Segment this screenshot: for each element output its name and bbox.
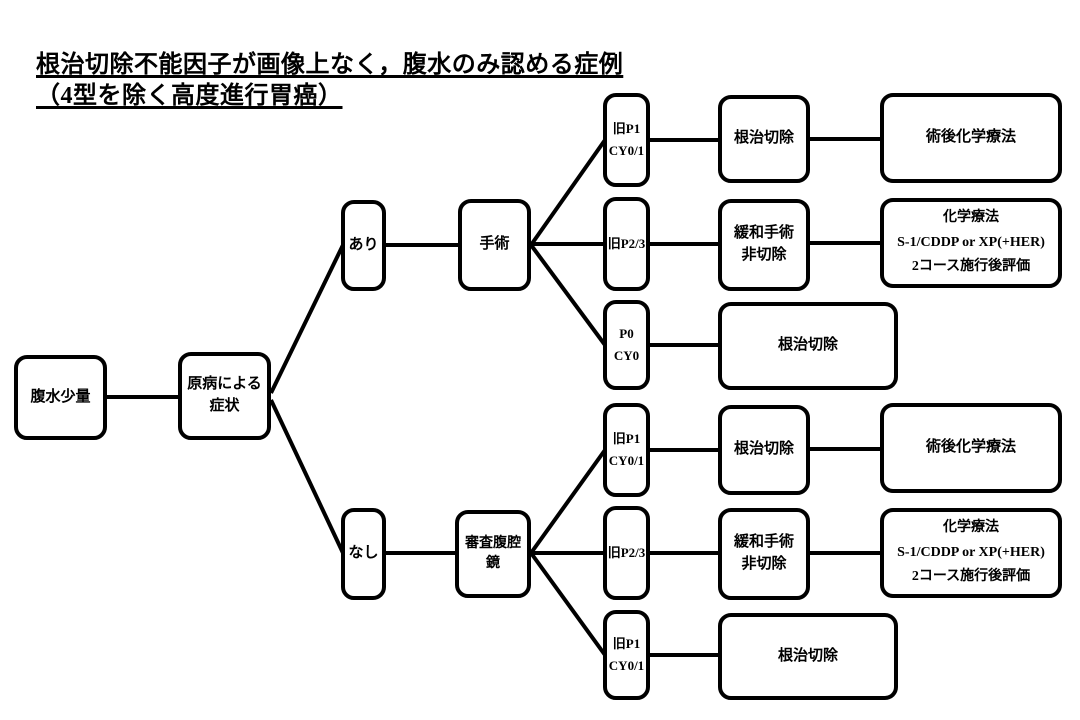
node-upper-p23: 旧P2/3 xyxy=(603,197,650,291)
node-upper-postop-chemo: 術後化学療法 xyxy=(880,93,1062,183)
node-upper-chemo: 化学療法 S-1/CDDP or XP(+HER) 2コース施行後評価 xyxy=(880,198,1062,288)
node-upper-p1-cy01: 旧P1 CY0/1 xyxy=(603,93,650,187)
node-upper-curative-resection-final: 根治切除 xyxy=(718,302,898,390)
node-staging-laparoscopy: 審査腹腔鏡 xyxy=(455,510,531,598)
node-lower-curative-resection: 根治切除 xyxy=(718,405,810,495)
node-upper-curative-resection: 根治切除 xyxy=(718,95,810,183)
node-primary-disease-symptoms: 原病による 症状 xyxy=(178,352,271,440)
node-lower-p1-cy01: 旧P1 CY0/1 xyxy=(603,403,650,497)
node-lower-p1-cy01-b: 旧P1 CY0/1 xyxy=(603,610,650,700)
node-surgery: 手術 xyxy=(458,199,531,291)
diagram-title-line2: （4型を除く高度進行胃癌） xyxy=(36,83,343,109)
node-lower-p23: 旧P2/3 xyxy=(603,506,650,600)
edge-laparoscopy-p1 xyxy=(529,448,607,555)
edge-symptoms-no xyxy=(269,399,345,554)
node-ascites-small: 腹水少量 xyxy=(14,355,107,440)
node-symptoms-present: あり xyxy=(341,200,386,291)
edge-symptoms-yes xyxy=(269,244,345,394)
edge-surgery-p1 xyxy=(529,138,607,247)
node-lower-chemo: 化学療法 S-1/CDDP or XP(+HER) 2コース施行後評価 xyxy=(880,508,1062,598)
node-upper-p0-cy0: P0 CY0 xyxy=(603,300,650,390)
node-upper-palliative-surgery: 緩和手術 非切除 xyxy=(718,199,810,291)
diagram-title-line1: 根治切除不能因子が画像上なく，腹水のみ認める症例 xyxy=(36,52,624,78)
node-symptoms-absent: なし xyxy=(341,508,386,600)
node-lower-postop-chemo: 術後化学療法 xyxy=(880,403,1062,493)
node-lower-curative-resection-final: 根治切除 xyxy=(718,613,898,700)
diagram-title: 根治切除不能因子が画像上なく，腹水のみ認める症例 （4型を除く高度進行胃癌） xyxy=(36,50,623,112)
edge-laparoscopy-p1b xyxy=(529,551,607,657)
node-lower-palliative-surgery: 緩和手術 非切除 xyxy=(718,508,810,600)
edge-surgery-p0 xyxy=(529,243,607,347)
